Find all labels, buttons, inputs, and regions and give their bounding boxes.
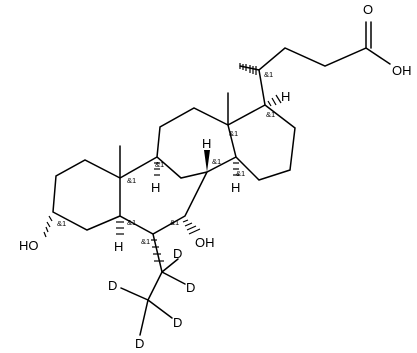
stereo-label: &1	[141, 237, 150, 246]
acid-oh-label: OH	[392, 63, 412, 78]
hydrogen-5-label: H	[114, 239, 123, 254]
stereo-label: &1	[266, 110, 275, 119]
deuterium-label: D	[186, 280, 195, 295]
wedge-bonds	[204, 150, 210, 172]
stereo-labels: &1 &1 &1 &1 &1 &1 &1 &1 &1 &1 &1	[57, 70, 275, 246]
stereo-label: &1	[170, 218, 179, 227]
hydrogen-17-label: H	[281, 89, 290, 104]
atom-labels: O OH HO OH H H H H H D D D D D	[19, 2, 412, 351]
hydroxyl-3-label: HO	[19, 238, 39, 253]
skeleton-bonds	[52, 21, 391, 336]
stereo-label: &1	[264, 70, 273, 79]
stereo-label: &1	[212, 157, 221, 166]
acid-o-label: O	[363, 2, 373, 17]
hydrogen-14-label: H	[231, 180, 240, 195]
deuterium-label: D	[135, 336, 144, 351]
hydroxyl-7-label: OH	[195, 235, 215, 250]
hydrogen-8-label: H	[202, 136, 211, 151]
hashed-bonds	[43, 63, 282, 262]
deuterium-label: D	[173, 246, 182, 261]
stereo-label: &1	[127, 176, 136, 185]
stereo-label: &1	[229, 129, 238, 138]
stereo-label: &1	[236, 169, 245, 178]
stereo-label: &1	[155, 160, 164, 169]
stereo-label: &1	[127, 218, 136, 227]
hydrogen-9-label: H	[151, 180, 160, 195]
deuterium-label: D	[108, 278, 117, 293]
deuterium-label: D	[173, 315, 182, 330]
stereo-label: &1	[57, 219, 66, 228]
